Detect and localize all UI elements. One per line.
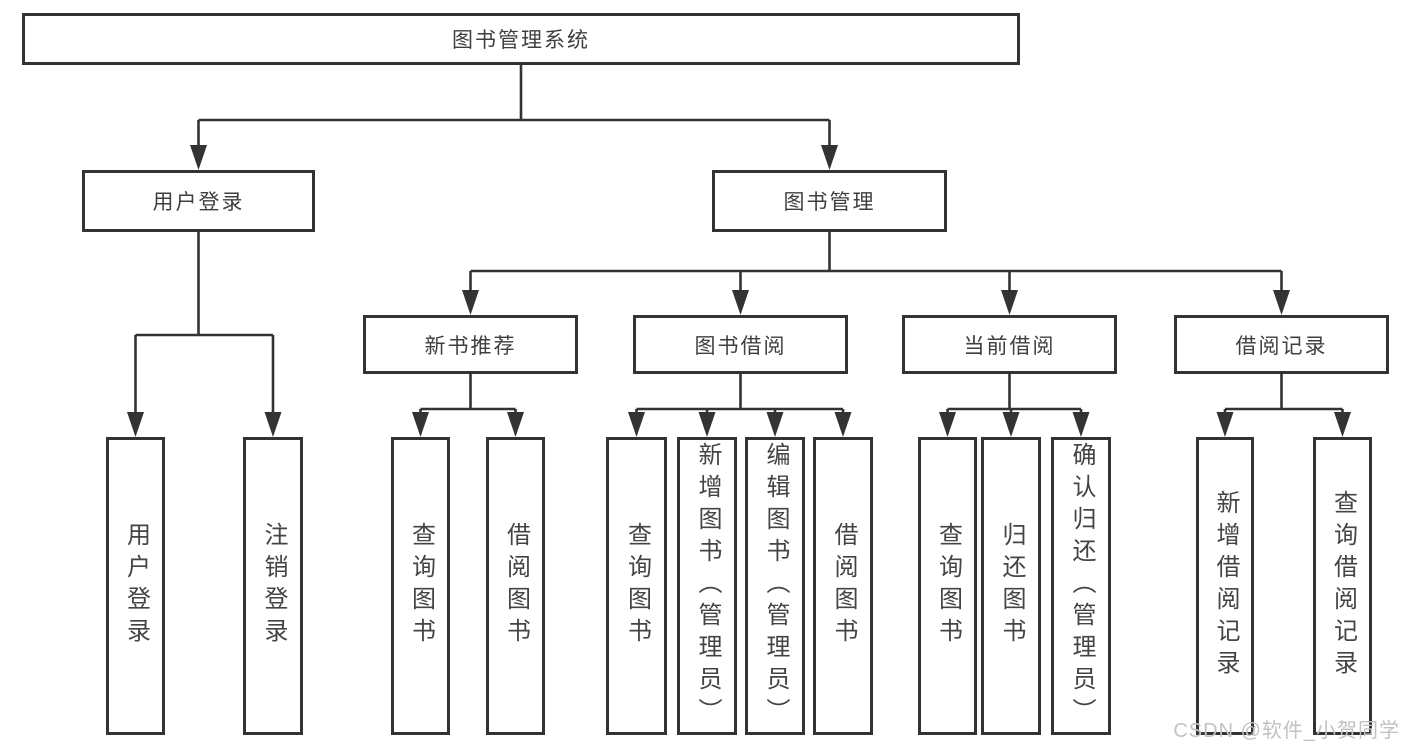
- leaf-add-book-admin: 新增图书（管理员）: [677, 437, 737, 735]
- node-book-management: 图书管理: [712, 170, 947, 232]
- leaf-user-login: 用户登录: [106, 437, 165, 735]
- leaf-label: 归还图书: [998, 522, 1025, 650]
- node-book-borrow: 图书借阅: [633, 315, 848, 374]
- csdn-watermark: CSDN @软件_小贺同学: [1173, 720, 1400, 742]
- node-label: 新书推荐: [424, 334, 517, 358]
- node-label: 用户登录: [152, 191, 245, 214]
- leaf-query-books-3: 查询图书: [918, 437, 977, 735]
- leaf-query-borrow-record: 查询借阅记录: [1313, 437, 1372, 735]
- leaf-label: 查询图书: [623, 522, 651, 650]
- node-user-login: 用户登录: [82, 170, 315, 232]
- node-library-management-system: 图书管理系统: [22, 13, 1020, 65]
- leaf-label: 编辑图书（管理员）: [762, 442, 789, 730]
- leaf-label: 用户登录: [122, 522, 150, 650]
- node-current-borrow: 当前借阅: [902, 315, 1117, 374]
- leaf-label: 借阅图书: [502, 522, 530, 650]
- leaf-label: 查询图书: [934, 522, 962, 650]
- node-label: 当前借阅: [963, 334, 1056, 358]
- leaf-add-borrow-record: 新增借阅记录: [1196, 437, 1254, 735]
- leaf-query-books-2: 查询图书: [606, 437, 667, 735]
- leaf-confirm-return-admin: 确认归还（管理员）: [1051, 437, 1111, 735]
- leaf-label: 查询图书: [407, 522, 435, 650]
- node-label: 图书管理系统: [452, 29, 590, 52]
- leaf-label: 确认归还（管理员）: [1068, 442, 1095, 730]
- node-label: 借阅记录: [1235, 334, 1328, 358]
- leaf-borrow-books-1: 借阅图书: [486, 437, 545, 735]
- leaf-edit-book-admin: 编辑图书（管理员）: [745, 437, 805, 735]
- leaf-label: 新增借阅记录: [1212, 490, 1239, 682]
- leaf-label: 查询借阅记录: [1329, 490, 1357, 682]
- node-new-book-recommend: 新书推荐: [363, 315, 578, 374]
- leaf-label: 新增图书（管理员）: [694, 442, 721, 730]
- leaf-label: 注销登录: [260, 522, 287, 650]
- arrowheads: [127, 145, 1351, 437]
- leaf-return-book: 归还图书: [981, 437, 1041, 735]
- node-label: 图书管理: [783, 191, 876, 214]
- leaf-logout: 注销登录: [243, 437, 303, 735]
- leaf-borrow-books-2: 借阅图书: [813, 437, 873, 735]
- leaf-label: 借阅图书: [830, 522, 857, 650]
- leaf-query-books-1: 查询图书: [391, 437, 450, 735]
- node-label: 图书借阅: [694, 334, 787, 358]
- node-borrow-records: 借阅记录: [1174, 315, 1389, 374]
